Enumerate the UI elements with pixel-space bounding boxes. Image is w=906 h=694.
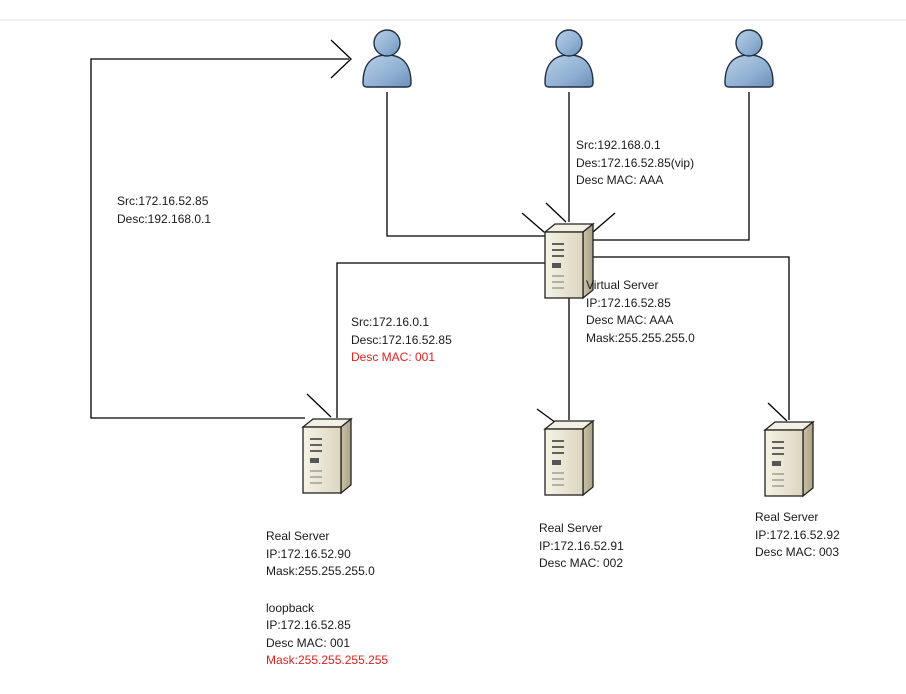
link-user3-vs: [592, 92, 750, 241]
client-request-des: Des:172.16.52.85(vip): [576, 155, 695, 170]
real-server-2-mac: Desc MAC: 002: [539, 556, 624, 570]
user-icon: [544, 29, 594, 88]
real-server-3-mac: Desc MAC: 003: [755, 545, 840, 559]
label-spacer: [266, 581, 388, 600]
real-server-2-icon: [544, 420, 594, 496]
stub-vs-c: [592, 212, 616, 233]
virtual-server-title: Virtual Server: [586, 278, 659, 292]
user-icon: [724, 29, 774, 88]
forward-mac: Desc MAC: 001: [351, 350, 436, 364]
stub-vs-b: [521, 212, 545, 233]
loopback-mask: Mask:255.255.255.255: [266, 653, 389, 667]
connection-lines: [90, 39, 790, 429]
loopback-ip: IP:172.16.52.85: [266, 618, 351, 632]
real-server-2-title: Real Server: [539, 521, 603, 535]
client-request-src: Src:192.168.0.1: [576, 138, 661, 152]
virtual-server-label: Virtual Server IP:172.16.52.85 Desc MAC:…: [586, 277, 695, 347]
real-server-1-mask: Mask:255.255.255.0: [266, 564, 375, 578]
loopback-mac: Desc MAC: 001: [266, 635, 351, 650]
real-server-3-ip: IP:172.16.52.92: [755, 527, 840, 542]
forward-desc: Desc:172.16.52.85: [351, 332, 452, 347]
real-server-2-ip: IP:172.16.52.91: [539, 538, 624, 553]
real-server-1-ip: IP:172.16.52.90: [266, 546, 351, 561]
link-user1-vs: [386, 92, 546, 237]
real-server-1-label: Real Server IP:172.16.52.90 Mask:255.255…: [266, 528, 388, 670]
virtual-server-ip: IP:172.16.52.85: [586, 295, 671, 310]
virtual-server-mask: Mask:255.255.255.0: [586, 330, 695, 345]
stub-rs1: [306, 393, 332, 418]
client-request-mac: Desc MAC: AAA: [576, 173, 664, 187]
response-label: Src:172.16.52.85 Desc:192.168.0.1: [117, 193, 211, 228]
real-server-3-title: Real Server: [755, 510, 819, 524]
forward-src: Src:172.16.0.1: [351, 315, 430, 329]
loopback-title: loopback: [266, 600, 315, 615]
response-desc: Desc:192.168.0.1: [117, 211, 212, 226]
link-vs-rs3: [592, 256, 790, 420]
virtual-server-mac: Desc MAC: AAA: [586, 313, 674, 327]
stub-vs-a: [545, 202, 567, 223]
real-server-1-title: Real Server: [266, 529, 330, 543]
client-request-label: Src:192.168.0.1 Des:172.16.52.85(vip) De…: [576, 137, 694, 190]
real-server-3-label: Real Server IP:172.16.52.92 Desc MAC: 00…: [755, 509, 840, 562]
response-src: Src:172.16.52.85: [117, 194, 209, 208]
real-server-3-icon: [764, 421, 814, 497]
real-server-1-icon: [302, 418, 352, 494]
stub-rs3: [767, 402, 788, 422]
real-server-2-label: Real Server IP:172.16.52.91 Desc MAC: 00…: [539, 520, 624, 573]
user-icon: [362, 29, 412, 88]
return-path: [90, 58, 349, 419]
return-path-arrowhead: [330, 39, 352, 79]
link-vs-rs1: [336, 262, 546, 418]
forward-label: Src:172.16.0.1 Desc:172.16.52.85 Desc MA…: [351, 314, 452, 367]
